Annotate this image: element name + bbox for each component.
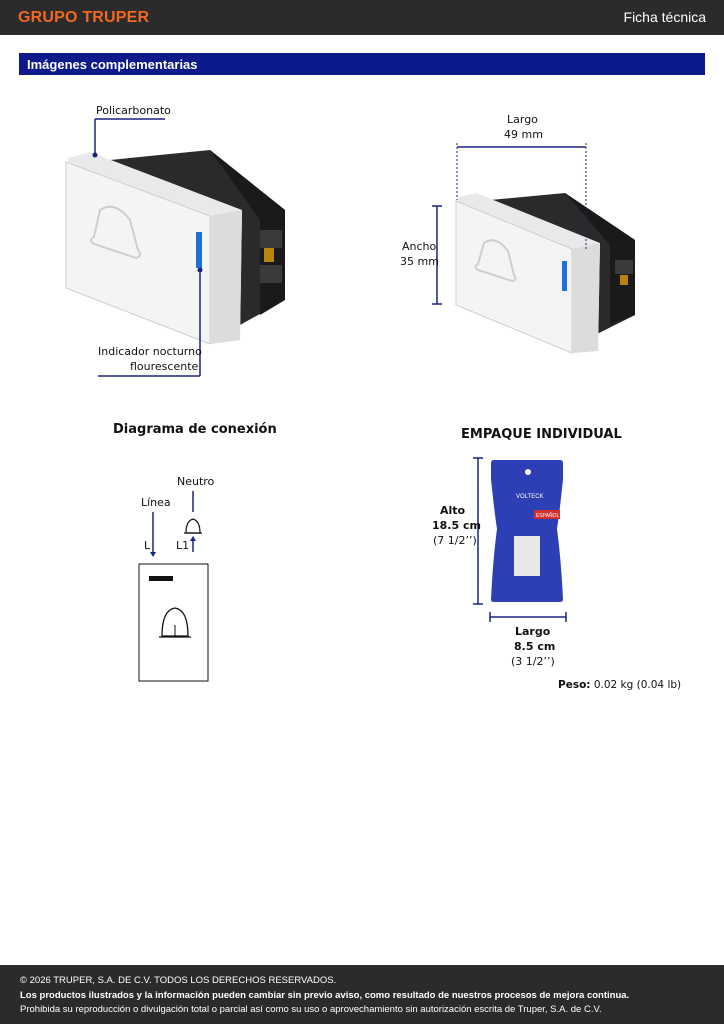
package-image: VOLTECK ESPAÑOL <box>491 460 563 602</box>
package-dimension-lines <box>473 457 567 622</box>
weight-label: Peso: <box>558 679 591 691</box>
document-type: Ficha técnica <box>623 9 706 25</box>
package-badge-text: ESPAÑOL <box>536 512 559 519</box>
material-label: Policarbonato <box>96 104 171 117</box>
indicator-label-line1: Indicador nocturno <box>98 345 202 358</box>
footer: © 2026 TRUPER, S.A. DE C.V. TODOS LOS DE… <box>0 965 724 1024</box>
package-length-in: (3 1/2’’) <box>511 655 555 668</box>
switch-product-image <box>65 150 285 345</box>
terminal-l: L <box>144 539 151 552</box>
package-length-label: Largo <box>515 625 551 638</box>
footer-copyright: © 2026 TRUPER, S.A. DE C.V. TODOS LOS DE… <box>20 975 337 986</box>
package-brand-text: VOLTECK <box>516 494 544 500</box>
dimension-lines <box>432 143 587 305</box>
material-pointer <box>92 118 203 377</box>
brand-logo: GRUPO TRUPER <box>18 9 150 26</box>
terminal-l1: L1 <box>176 539 190 552</box>
footer-notice: Los productos ilustrados y la informació… <box>20 990 630 1001</box>
package-height-label: Alto <box>440 504 466 517</box>
width-label: Ancho <box>402 240 437 253</box>
indicator-label-line2: flourescente <box>130 360 199 373</box>
footer-prohibition: Prohibida su reproducción o divulgación … <box>20 1004 602 1015</box>
line-label: Línea <box>141 496 171 509</box>
width-value: 35 mm <box>400 255 439 268</box>
length-value: 49 mm <box>504 128 543 141</box>
diagram-title: Diagrama de conexión <box>113 422 277 437</box>
neutral-label: Neutro <box>177 475 215 488</box>
package-length-cm: 8.5 cm <box>514 640 556 653</box>
top-bar: GRUPO TRUPER Ficha técnica <box>0 0 724 35</box>
package-height-cm: 18.5 cm <box>432 519 481 532</box>
section-header: Imágenes complementarias <box>19 53 705 75</box>
weight-value: 0.02 kg (0.04 lb) <box>593 679 682 691</box>
section-title: Imágenes complementarias <box>27 57 198 72</box>
package-height-in: (7 1/2’’) <box>433 534 477 547</box>
connection-diagram <box>138 491 209 682</box>
packaging-title: EMPAQUE INDIVIDUAL <box>461 427 622 442</box>
length-label: Largo <box>507 113 538 126</box>
switch-dimensions-image <box>455 193 635 354</box>
package-weight: Peso: 0.02 kg (0.04 lb) <box>558 679 681 691</box>
